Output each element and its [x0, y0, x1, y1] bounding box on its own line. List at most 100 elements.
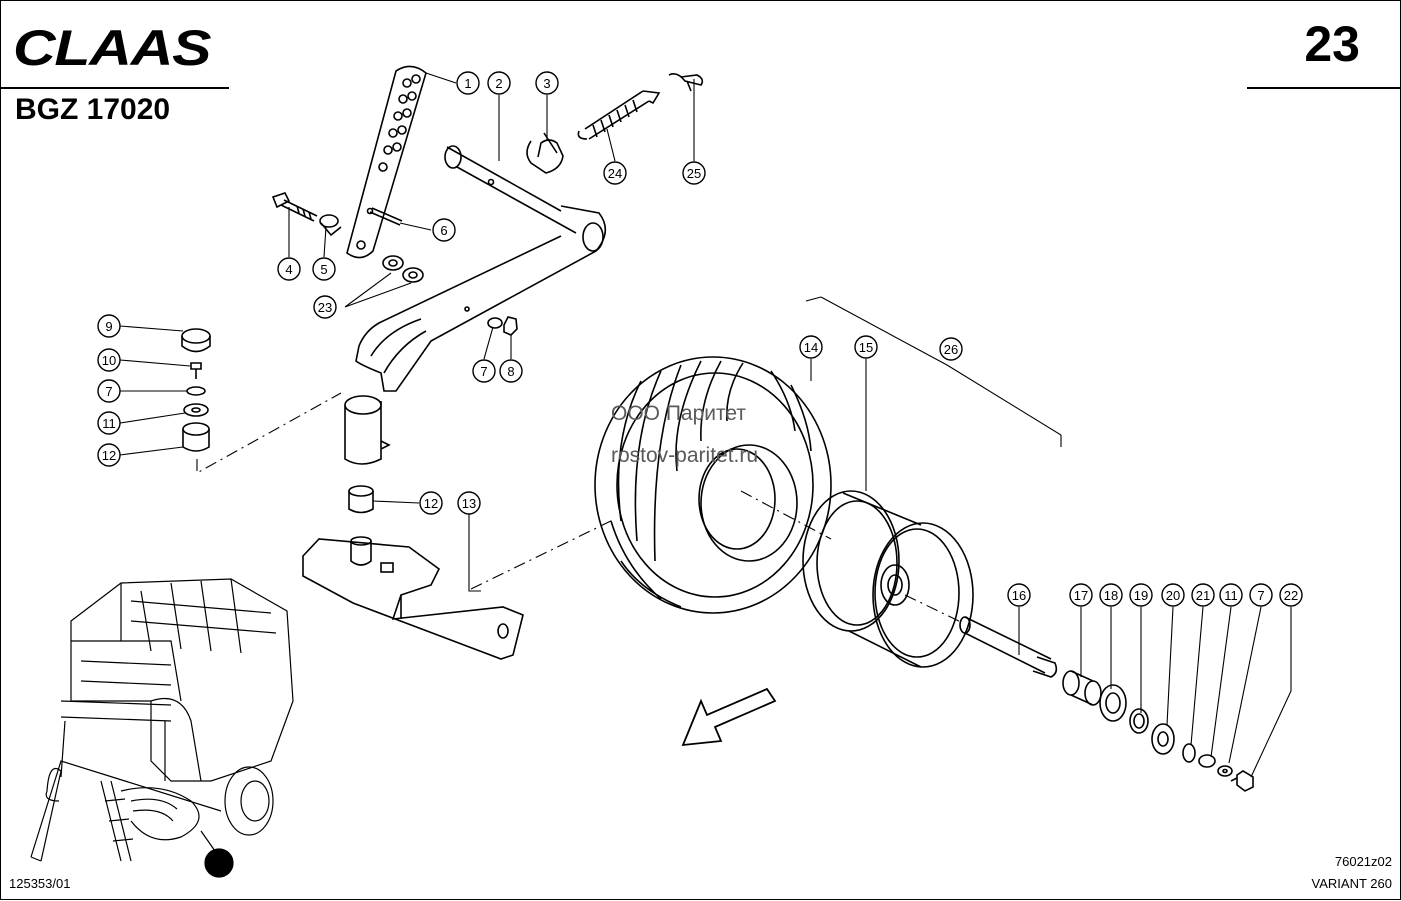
svg-text:12: 12	[424, 496, 438, 511]
header-rule-left	[1, 87, 229, 89]
washer-11-left	[183, 403, 209, 417]
spring-24	[577, 90, 661, 140]
callout-25: 25	[682, 161, 706, 185]
svg-text:6: 6	[440, 223, 447, 238]
swing-arm-part	[355, 145, 607, 392]
callout-6: 6	[432, 218, 456, 242]
callout-bubbles: 1 2 3 4 5 6 7 8 9 10 7 11 12 12 13 14 15…	[97, 71, 1303, 607]
callout-13: 13	[457, 491, 481, 515]
callout-17: 17	[1069, 583, 1093, 607]
callout-22: 22	[1279, 583, 1303, 607]
baler-machine-silhouette	[30, 578, 294, 878]
bolt-4	[271, 192, 342, 237]
svg-text:15: 15	[859, 340, 873, 355]
svg-text:8: 8	[507, 364, 514, 379]
svg-text:1: 1	[464, 76, 471, 91]
pin-6	[366, 207, 403, 226]
svg-text:11: 11	[1224, 588, 1238, 603]
svg-text:4: 4	[285, 262, 292, 277]
callout-24: 24	[603, 161, 627, 185]
svg-text:7: 7	[1257, 588, 1264, 603]
callout-20: 20	[1161, 583, 1185, 607]
watermark-company: ООО Паритет	[611, 402, 747, 425]
callout-4: 4	[277, 257, 301, 281]
svg-text:14: 14	[804, 340, 818, 355]
claas-logo: CLAAS	[13, 20, 211, 76]
clip-25	[668, 73, 704, 92]
callout-12-a: 12	[97, 443, 121, 467]
callout-12-b: 12	[419, 491, 443, 515]
callout-9: 9	[97, 314, 121, 338]
svg-text:13: 13	[462, 496, 476, 511]
axle-16	[959, 616, 1058, 678]
callout-26: 26	[939, 337, 963, 361]
header-rule-right	[1247, 87, 1401, 89]
callout-7-a: 7	[472, 359, 496, 383]
svg-text:5: 5	[320, 262, 327, 277]
washer-11-right	[1198, 754, 1216, 768]
callout-3: 3	[535, 71, 559, 95]
callout-19: 19	[1129, 583, 1153, 607]
adjusting-bar-part	[346, 65, 427, 259]
svg-text:7: 7	[480, 364, 487, 379]
callout-5: 5	[312, 257, 336, 281]
washers-23	[382, 255, 424, 283]
callout-16: 16	[1007, 583, 1031, 607]
svg-text:26: 26	[944, 342, 958, 357]
callout-7-c: 7	[1249, 583, 1273, 607]
wheel-fork-13	[302, 536, 524, 660]
svg-text:24: 24	[608, 166, 622, 181]
svg-text:20: 20	[1166, 588, 1180, 603]
watermark-url: rostov-paritet.ru	[611, 444, 759, 467]
model-name: VARIANT 260	[1311, 876, 1392, 891]
callout-8: 8	[499, 359, 523, 383]
seal-19	[1129, 708, 1149, 734]
svg-text:9: 9	[105, 319, 112, 334]
hook-3	[526, 132, 564, 174]
bush-12-left	[182, 422, 210, 452]
callout-21: 21	[1191, 583, 1215, 607]
washer-7-left	[186, 386, 206, 396]
page-number: 23	[1304, 16, 1360, 72]
callout-1: 1	[456, 71, 480, 95]
drawing-reference: 125353/01	[9, 876, 71, 891]
svg-text:17: 17	[1074, 588, 1088, 603]
pivot-tube-part	[344, 395, 391, 465]
tyre-14	[594, 356, 832, 614]
callout-11-b: 11	[1219, 583, 1243, 607]
callout-18: 18	[1099, 583, 1123, 607]
screw-10	[190, 362, 202, 379]
svg-text:19: 19	[1134, 588, 1148, 603]
svg-text:10: 10	[102, 353, 116, 368]
svg-text:22: 22	[1284, 588, 1298, 603]
spacer-17	[1062, 670, 1102, 706]
svg-text:3: 3	[543, 76, 550, 91]
callout-11-a: 11	[97, 411, 121, 435]
callout-10: 10	[97, 348, 121, 372]
image-reference: 76021z02	[1334, 854, 1392, 869]
callout-23: 23	[313, 295, 337, 319]
bearing-18	[1099, 684, 1127, 722]
svg-text:7: 7	[105, 384, 112, 399]
callout-14: 14	[799, 335, 823, 359]
washer-7-right	[1217, 765, 1233, 777]
callout-7-b: 7	[97, 379, 121, 403]
svg-text:23: 23	[318, 300, 332, 315]
svg-text:21: 21	[1196, 588, 1210, 603]
bush-12-center	[348, 485, 374, 514]
rim-15	[802, 490, 974, 668]
svg-text:12: 12	[102, 448, 116, 463]
direction-arrow	[681, 687, 777, 747]
svg-text:16: 16	[1012, 588, 1026, 603]
svg-text:18: 18	[1104, 588, 1118, 603]
svg-text:11: 11	[102, 416, 116, 431]
cap-9	[181, 328, 211, 353]
bolt-22	[1230, 770, 1254, 792]
washer-nut-7-8	[487, 316, 518, 336]
svg-text:25: 25	[687, 166, 701, 181]
svg-text:2: 2	[495, 76, 502, 91]
callout-15: 15	[854, 335, 878, 359]
ring-21	[1182, 743, 1196, 763]
